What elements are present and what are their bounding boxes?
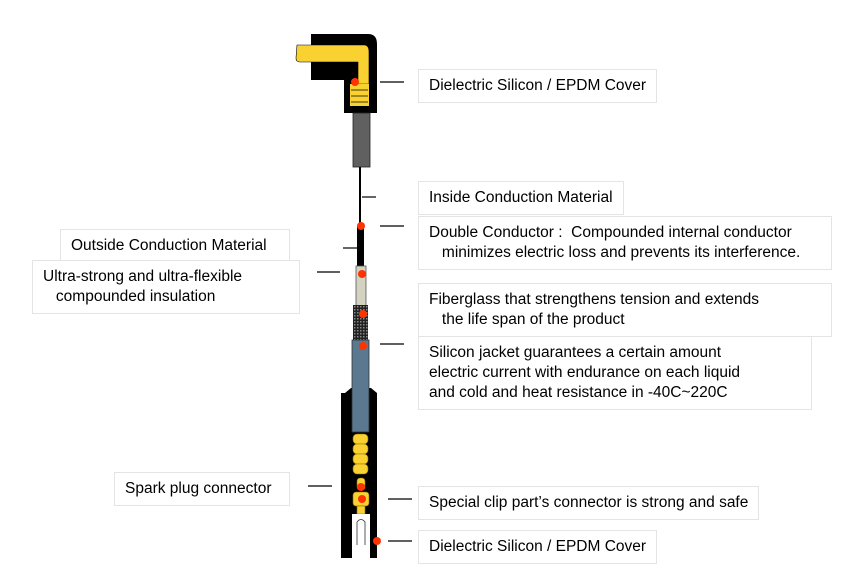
bottom-boot — [341, 339, 377, 558]
outer-conductor — [357, 226, 364, 266]
top-boot — [295, 34, 377, 168]
leader-lines — [308, 81, 412, 542]
marker-dots — [351, 78, 381, 545]
label-top-cover: Dielectric Silicon / EPDM Cover — [418, 69, 658, 103]
label-bottom-cover: Dielectric Silicon / EPDM Cover — [418, 530, 658, 564]
label-clip: Special clip part’s connector is strong … — [418, 486, 760, 520]
label-double-conductor: Double Conductor : Compounded internal c… — [418, 216, 832, 270]
label-fiberglass: Fiberglass that strengthens tension and … — [418, 283, 832, 337]
fiberglass-braid — [353, 305, 368, 340]
label-insulation: Ultra-strong and ultra-flexible compound… — [32, 260, 300, 314]
label-silicon-jacket: Silicon jacket guarantees a certain amou… — [418, 336, 812, 410]
label-inside-conduction: Inside Conduction Material — [418, 181, 624, 215]
label-outside-conduction: Outside Conduction Material — [60, 229, 290, 263]
label-spark-plug: Spark plug connector — [114, 472, 290, 506]
